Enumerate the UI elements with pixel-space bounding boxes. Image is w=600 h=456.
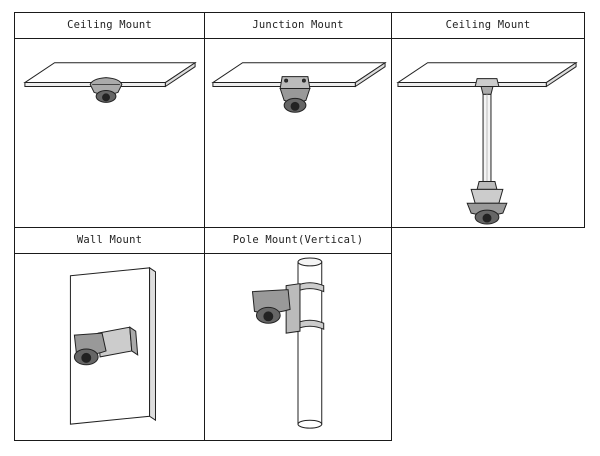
ceiling-mount-illustration <box>15 39 204 227</box>
dome-camera <box>467 203 507 224</box>
mount-label: Junction Mount <box>205 13 391 39</box>
mount-label: Ceiling Mount <box>392 13 584 39</box>
mount-cell-wall: Wall Mount <box>14 227 205 441</box>
pendant-housing <box>471 181 503 203</box>
ceiling-bracket <box>475 79 499 95</box>
pole-mount-illustration <box>205 254 391 440</box>
dome-camera <box>280 88 310 112</box>
mount-cell-ceiling-pendant: Ceiling Mount <box>391 12 585 228</box>
mount-cell-junction: Junction Mount <box>204 12 392 228</box>
vertical-pole <box>298 258 322 428</box>
ceiling-plate <box>398 63 576 87</box>
pendant-ceiling-mount-illustration <box>392 39 584 227</box>
pole-clamp-upper <box>296 283 324 292</box>
pole-clamp-lower <box>296 320 324 329</box>
mount-label: Ceiling Mount <box>15 13 204 39</box>
pendant-pole <box>483 94 491 181</box>
junction-mount-illustration <box>205 39 391 227</box>
dome-camera <box>252 290 290 324</box>
wall-bracket <box>98 327 138 357</box>
mount-label: Pole Mount(Vertical) <box>205 228 391 254</box>
mount-cell-pole-vertical: Pole Mount(Vertical) <box>204 227 392 441</box>
pole-bracket <box>286 284 300 333</box>
dome-camera <box>74 333 106 365</box>
mount-cell-ceiling: Ceiling Mount <box>14 12 205 228</box>
mount-label: Wall Mount <box>15 228 204 254</box>
wall-mount-illustration <box>15 254 204 440</box>
dome-camera <box>90 78 122 103</box>
junction-box <box>280 77 310 89</box>
